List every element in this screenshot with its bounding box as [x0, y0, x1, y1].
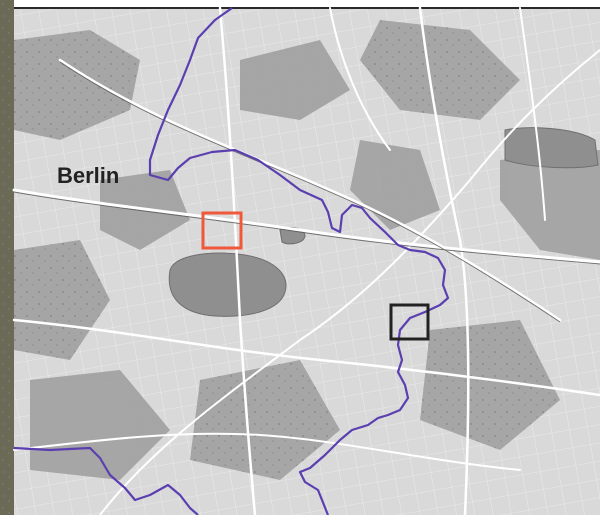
roads — [12, 6, 600, 515]
black-highlight-square[interactable] — [389, 303, 430, 341]
red-highlight-square[interactable] — [201, 211, 243, 250]
top-margin — [14, 0, 600, 8]
city-label-berlin: Berlin — [57, 163, 119, 188]
lakes — [168, 127, 599, 317]
berlin-boundary-line — [148, 7, 450, 515]
